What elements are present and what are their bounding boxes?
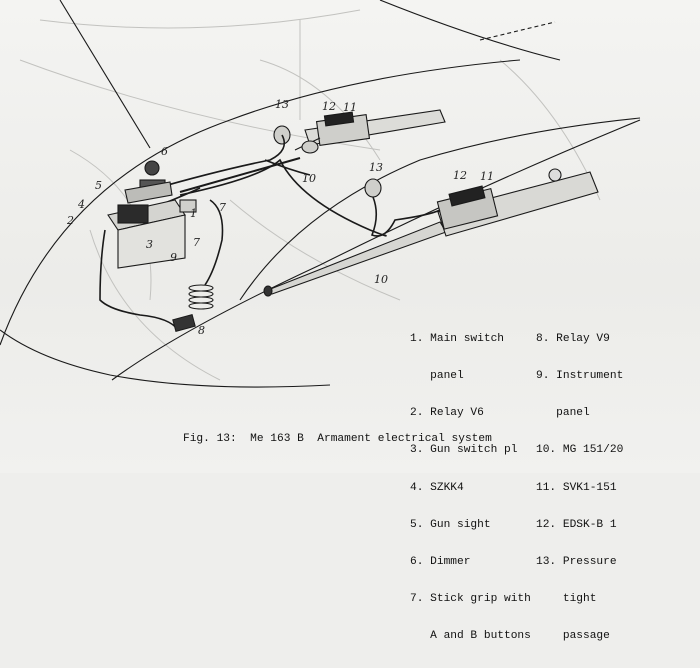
callout-10-lower: 10: [374, 273, 388, 286]
legend-item: passage: [536, 630, 610, 643]
legend-item: tight: [536, 593, 597, 606]
callout-1: 1: [190, 207, 197, 220]
legend-item: A and B buttons: [410, 630, 531, 643]
callout-13-upper: 13: [275, 98, 289, 111]
lower-gun-mg151: [263, 168, 599, 297]
callout-11-lower: 11: [480, 170, 494, 183]
diagram-figure: 1 2 3 4 5 6 7 7 8 9 10 10 11 11 12 12 13…: [0, 0, 700, 643]
callout-8: 8: [198, 324, 205, 337]
callout-7-upper: 7: [219, 201, 226, 214]
callout-5: 5: [95, 179, 102, 192]
fuselage-outline: [0, 0, 641, 388]
legend-item: 7. Stick grip with: [410, 593, 531, 606]
legend-item: 5. Gun sight: [410, 518, 491, 531]
legend: 1. Main switch panel 2. Relay V6 3. Gun …: [410, 308, 623, 643]
legend-item: 8. Relay V9: [536, 332, 610, 345]
legend-item: panel: [536, 407, 590, 420]
callout-7-lower: 7: [193, 236, 200, 249]
legend-item: 9. Instrument: [536, 370, 624, 383]
legend-right-column: 8. Relay V9 9. Instrument panel 10. MG 1…: [536, 308, 623, 668]
callout-12-lower: 12: [453, 169, 467, 182]
legend-item: 12. EDSK-B 1: [536, 518, 617, 531]
legend-item: 1. Main switch: [410, 332, 504, 345]
relay-v9: [172, 314, 196, 332]
callout-6: 6: [161, 145, 168, 158]
legend-item: 11. SVK1-151: [536, 481, 617, 494]
legend-item: panel: [410, 370, 464, 383]
coiled-cable: [188, 284, 214, 310]
figure-caption: Fig. 13: Me 163 B Armament electrical sy…: [183, 433, 492, 445]
legend-item: 3. Gun switch pl: [410, 444, 518, 457]
callout-10-upper: 10: [302, 172, 316, 185]
legend-left-column: 1. Main switch panel 2. Relay V6 3. Gun …: [410, 308, 531, 668]
legend-item: 10. MG 151/20: [536, 444, 624, 457]
callout-13-lower: 13: [369, 161, 383, 174]
callout-3: 3: [146, 238, 153, 251]
callout-11-upper: 11: [343, 101, 357, 114]
legend-item: 6. Dimmer: [410, 556, 471, 569]
legend-item: 2. Relay V6: [410, 407, 484, 420]
cockpit-panels: [107, 160, 197, 269]
armament-wiring-drawing: [0, 0, 641, 388]
callout-2: 2: [67, 214, 74, 227]
legend-item: 4. SZKK4: [410, 481, 464, 494]
legend-item: 13. Pressure: [536, 556, 617, 569]
callout-12-upper: 12: [322, 100, 336, 113]
callout-4: 4: [78, 198, 85, 211]
wiring: [99, 134, 441, 331]
upper-gun-mg151: [179, 109, 446, 193]
callout-9: 9: [170, 251, 177, 264]
